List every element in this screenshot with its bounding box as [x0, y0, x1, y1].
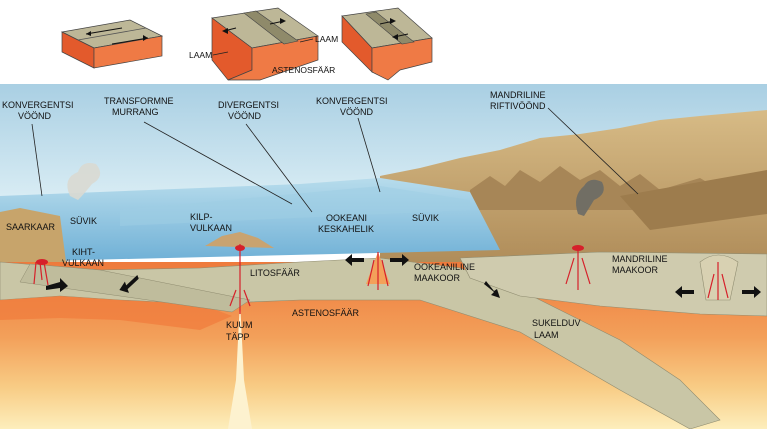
label-kihtvulkaan-1: KIHT-	[72, 247, 95, 257]
label-kilpvulkaan-2: VULKAAN	[190, 223, 232, 233]
leader-lines	[31, 107, 639, 213]
inset-label-astenosfaar: ASTENOSFÄÄR	[272, 65, 335, 75]
label-ookeani-2: KESKAHELIK	[318, 224, 374, 234]
label-transformne-2: MURRANG	[112, 107, 159, 117]
upper-mantle-band	[0, 296, 232, 330]
label-kuum-1: KUUM	[226, 320, 253, 330]
magma-chamber-arc	[36, 259, 48, 265]
label-mandriline-maakoor-2: MAAKOOR	[612, 265, 659, 275]
magma-chamber-shield	[235, 245, 245, 251]
smoke-island-arc	[67, 163, 101, 200]
inset-transform-block	[60, 19, 164, 69]
inset-convergent-block	[341, 7, 433, 81]
label-konvergentsi-mid-2: VÖÖND	[340, 107, 374, 117]
inset-label-laam-left: LAAM	[189, 50, 212, 60]
label-ookeaniline-2: MAAKOOR	[414, 273, 461, 283]
magma-conduits	[33, 244, 729, 314]
labels: KONVERGENTSI VÖÖND TRANSFORMNE MURRANG D…	[2, 90, 668, 342]
label-astenosfaar: ASTENOSFÄÄR	[292, 308, 360, 318]
label-sukelduv-2: LAAM	[534, 330, 559, 340]
label-konvergentsi-left-2: VÖÖND	[18, 111, 52, 121]
label-kuum-2: TÄPP	[226, 332, 250, 342]
label-divergentsi-2: VÖÖND	[228, 111, 262, 121]
inset-divergent-block	[211, 7, 319, 81]
label-ookeani-1: OOKEANI	[326, 213, 367, 223]
island-arc	[0, 208, 66, 262]
label-saarkaar: SAARKAAR	[6, 222, 56, 232]
subducting-slab-left	[19, 263, 251, 313]
inset-leader-laam-left	[212, 51, 229, 56]
label-transformne-1: TRANSFORMNE	[104, 96, 174, 106]
label-mandriline-rift-1: MANDRILINE	[490, 90, 546, 100]
label-kihtvulkaan-2: VULKAAN	[62, 258, 104, 268]
magma-chamber-rift	[572, 245, 584, 251]
label-mandriline-rift-2: RIFTIVÖÖND	[490, 101, 546, 111]
smoke-rift	[576, 179, 604, 216]
label-sukelduv-1: SUKELDUV	[532, 318, 581, 328]
inset-label-laam-right: LAAM	[315, 34, 338, 44]
label-suvik-left: SÜVIK	[70, 216, 97, 226]
label-litosfaar: LITOSFÄÄR	[250, 268, 300, 278]
plate-motion-arrows	[46, 254, 761, 298]
hot-spot-plume	[228, 300, 252, 429]
shield-volcano	[205, 232, 274, 248]
label-kilpvulkaan-1: KILP-	[190, 212, 213, 222]
ocean-shading	[120, 186, 470, 226]
rift-valley	[620, 170, 767, 230]
label-mandriline-maakoor-1: MANDRILINE	[612, 254, 668, 264]
label-suvik-right: SÜVIK	[412, 213, 439, 223]
rift-wedge	[699, 254, 739, 301]
label-divergentsi-1: DIVERGENTSI	[218, 100, 279, 110]
label-ookeaniline-1: OOKEANILINE	[414, 262, 475, 272]
inset-leader-laam-right	[299, 38, 314, 43]
label-konvergentsi-mid-1: KONVERGENTSI	[316, 96, 388, 106]
label-konvergentsi-left-1: KONVERGENTSI	[2, 100, 74, 110]
